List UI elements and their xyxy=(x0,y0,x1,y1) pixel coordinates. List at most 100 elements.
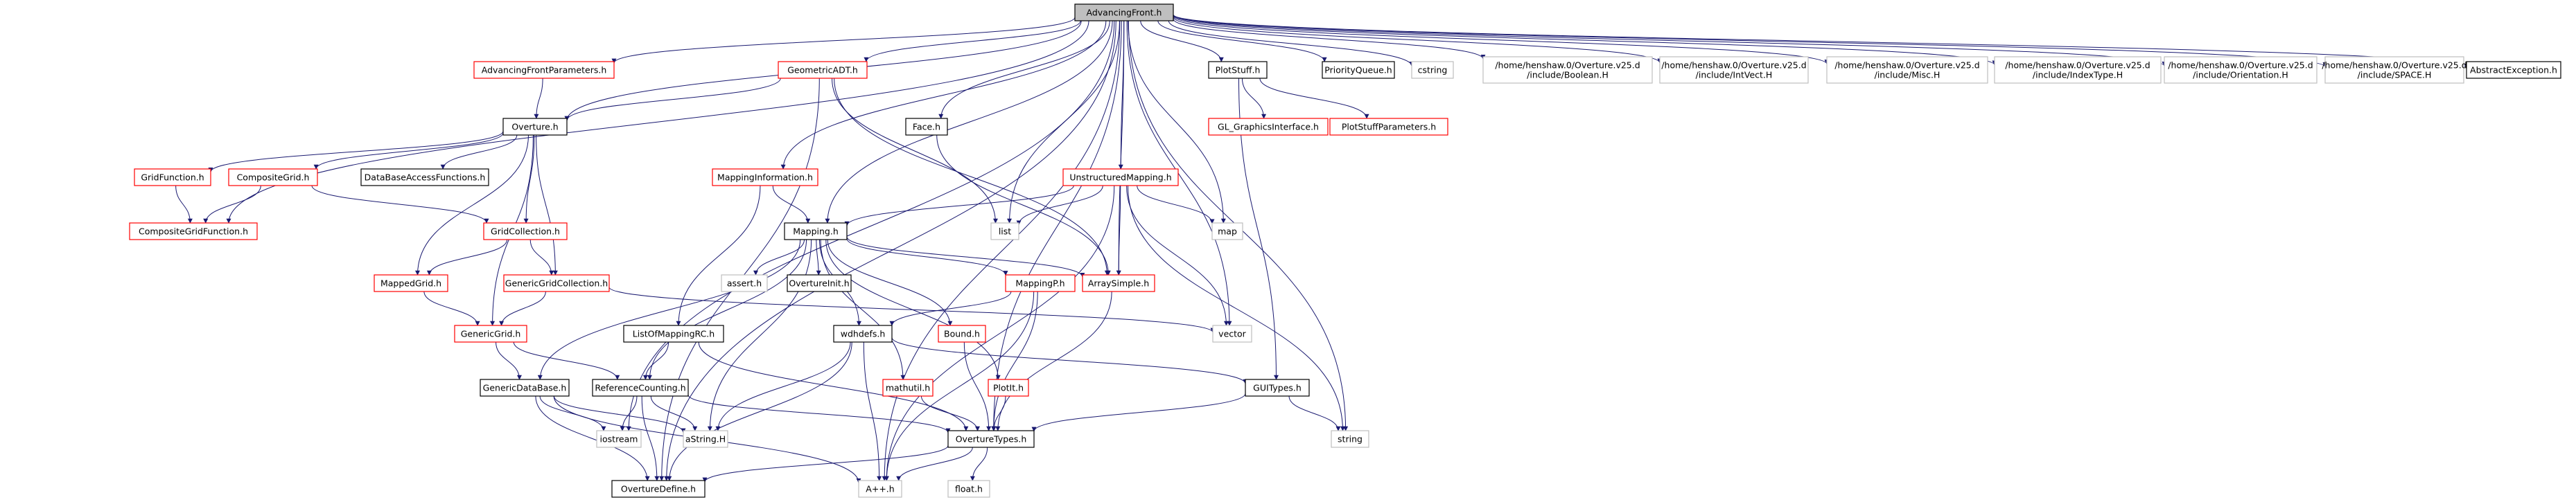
node-ovdefine[interactable]: OvertureDefine.h xyxy=(611,480,706,498)
edge-ovtypes-to-app xyxy=(896,447,973,481)
edge-root-to-plotstuff xyxy=(1140,20,1224,62)
node-astring[interactable]: aString.H xyxy=(683,430,728,448)
node-ploti[interactable]: PlotIt.h xyxy=(988,379,1029,397)
node-ovinit[interactable]: OvertureInit.h xyxy=(787,274,852,292)
edge-overture-to-ggc xyxy=(536,134,558,276)
node-box xyxy=(592,379,689,397)
node-overture[interactable]: Overture.h xyxy=(502,118,568,136)
node-cstring[interactable]: cstring xyxy=(1411,61,1454,79)
node-list[interactable]: list xyxy=(990,222,1019,240)
node-absexc[interactable]: AbstractException.h xyxy=(2466,61,2561,79)
node-label: PriorityQueue.h xyxy=(1324,65,1392,75)
edge-mapping-to-astring xyxy=(707,239,812,431)
edge-umap-to-list xyxy=(1016,185,1103,226)
node-bound[interactable]: Bound.h xyxy=(938,325,986,343)
edge-umap-to-arraysimple xyxy=(1116,185,1121,276)
node-face[interactable]: Face.h xyxy=(905,118,948,136)
node-lomrc[interactable]: ListOfMappingRC.h xyxy=(623,325,724,343)
node-label: ReferenceCounting.h xyxy=(595,383,685,393)
node-label: /include/Orientation.H xyxy=(2193,70,2288,80)
node-glgi[interactable]: GL_GraphicsInterface.h xyxy=(1208,118,1329,136)
edge-mapping-to-arraysimple xyxy=(846,236,1085,278)
edge-gadt-to-arraysimple xyxy=(834,78,1110,276)
node-umap[interactable]: UnstructuredMapping.h xyxy=(1062,168,1179,186)
edge-ggc-to-vector xyxy=(608,287,1216,333)
node-label: assert.h xyxy=(727,278,762,289)
edge-root-to-indextype xyxy=(1173,15,1997,66)
node-box xyxy=(712,168,818,186)
node-label: map xyxy=(1218,226,1237,237)
node-pq[interactable]: PriorityQueue.h xyxy=(1322,61,1395,79)
node-misc[interactable]: /home/henshaw.0/Overture.v25.d/include/M… xyxy=(1826,56,1988,84)
node-gridcoll[interactable]: GridCollection.h xyxy=(483,222,568,240)
node-box xyxy=(611,480,706,498)
node-label: string xyxy=(1338,434,1363,445)
node-label: MappingInformation.h xyxy=(717,172,813,183)
node-indextype[interactable]: /home/henshaw.0/Overture.v25.d/include/I… xyxy=(1994,56,2162,84)
node-box xyxy=(1659,56,1809,84)
node-box xyxy=(596,430,642,448)
node-label: Bound.h xyxy=(944,329,980,339)
node-iostream[interactable]: iostream xyxy=(596,430,642,448)
edge-root-to-afp xyxy=(611,17,1076,64)
node-label: Face.h xyxy=(913,122,940,132)
node-label: AbstractException.h xyxy=(2470,65,2557,75)
edge-overture-to-compgrid xyxy=(313,132,504,170)
node-gadt[interactable]: GeometricADT.h xyxy=(778,61,868,79)
node-compgrid[interactable]: CompositeGrid.h xyxy=(228,168,318,186)
node-box xyxy=(473,61,615,79)
node-ovtypes[interactable]: OvertureTypes.h xyxy=(947,430,1035,448)
node-bool[interactable]: /home/henshaw.0/Overture.v25.d/include/B… xyxy=(1482,56,1653,84)
edge-root-to-cstring xyxy=(1168,20,1414,67)
node-string[interactable]: string xyxy=(1331,430,1369,448)
node-dbaf[interactable]: DataBaseAccessFunctions.h xyxy=(360,168,489,186)
node-box xyxy=(503,274,610,292)
node-box xyxy=(721,274,768,292)
edge-root-to-mapinfo xyxy=(780,20,1107,170)
edge-mappingp-to-wdhdefs xyxy=(889,291,1012,326)
node-box xyxy=(2164,56,2317,84)
node-arraysimple[interactable]: ArraySimple.h xyxy=(1082,274,1155,292)
node-refcount[interactable]: ReferenceCounting.h xyxy=(592,379,689,397)
node-wdhdefs[interactable]: wdhdefs.h xyxy=(833,325,893,343)
node-label: PlotStuffParameters.h xyxy=(1342,122,1436,132)
node-cgf[interactable]: CompositeGridFunction.h xyxy=(129,222,258,240)
node-genericgrid[interactable]: GenericGrid.h xyxy=(454,325,527,343)
node-box xyxy=(2466,61,2561,79)
node-label: cstring xyxy=(1418,65,1448,75)
node-label: wdhdefs.h xyxy=(841,329,886,339)
node-vector[interactable]: vector xyxy=(1212,325,1252,343)
node-orient[interactable]: /home/henshaw.0/Overture.v25.d/include/O… xyxy=(2164,56,2317,84)
node-label: PlotIt.h xyxy=(993,383,1024,393)
node-space[interactable]: /home/henshaw.0/Overture.v25.d/include/S… xyxy=(2322,56,2467,84)
node-gridfunc[interactable]: GridFunction.h xyxy=(134,168,211,186)
node-gdb[interactable]: GenericDataBase.h xyxy=(480,379,570,397)
node-mapping[interactable]: Mapping.h xyxy=(784,222,848,240)
node-label: /home/henshaw.0/Overture.v25.d xyxy=(1834,60,1979,71)
node-label: ArraySimple.h xyxy=(1088,278,1149,289)
edge-overture-to-dbaf xyxy=(440,134,518,170)
node-mathutil[interactable]: mathutil.h xyxy=(882,379,934,397)
edge-overture-to-mappedgrid xyxy=(415,134,529,276)
node-mapinfo[interactable]: MappingInformation.h xyxy=(712,168,818,186)
node-box xyxy=(1082,274,1155,292)
node-intvect[interactable]: /home/henshaw.0/Overture.v25.d/include/I… xyxy=(1659,56,1809,84)
node-mappedgrid[interactable]: MappedGrid.h xyxy=(374,274,448,292)
node-label: /include/SPACE.H xyxy=(2358,70,2432,80)
node-mappingp[interactable]: MappingP.h xyxy=(1005,274,1076,292)
node-plotstuff[interactable]: PlotStuff.h xyxy=(1208,61,1268,79)
node-box xyxy=(374,274,448,292)
node-label: GridCollection.h xyxy=(491,226,560,237)
node-guitypes[interactable]: GUITypes.h xyxy=(1245,379,1310,397)
edge-mapping-to-mathutil xyxy=(820,239,906,380)
node-assert[interactable]: assert.h xyxy=(721,274,768,292)
node-root[interactable]: AdvancingFront.h xyxy=(1074,3,1174,21)
node-psp[interactable]: PlotStuffParameters.h xyxy=(1329,118,1448,136)
node-app[interactable]: A++.h xyxy=(858,480,902,498)
node-float[interactable]: float.h xyxy=(947,480,990,498)
node-afp[interactable]: AdvancingFrontParameters.h xyxy=(473,61,615,79)
edge-root-to-intvect xyxy=(1173,17,1663,64)
node-map[interactable]: map xyxy=(1211,222,1243,240)
node-ggc[interactable]: GenericGridCollection.h xyxy=(503,274,610,292)
nodes-layer: AdvancingFront.hAdvancingFrontParameters… xyxy=(129,3,2561,498)
